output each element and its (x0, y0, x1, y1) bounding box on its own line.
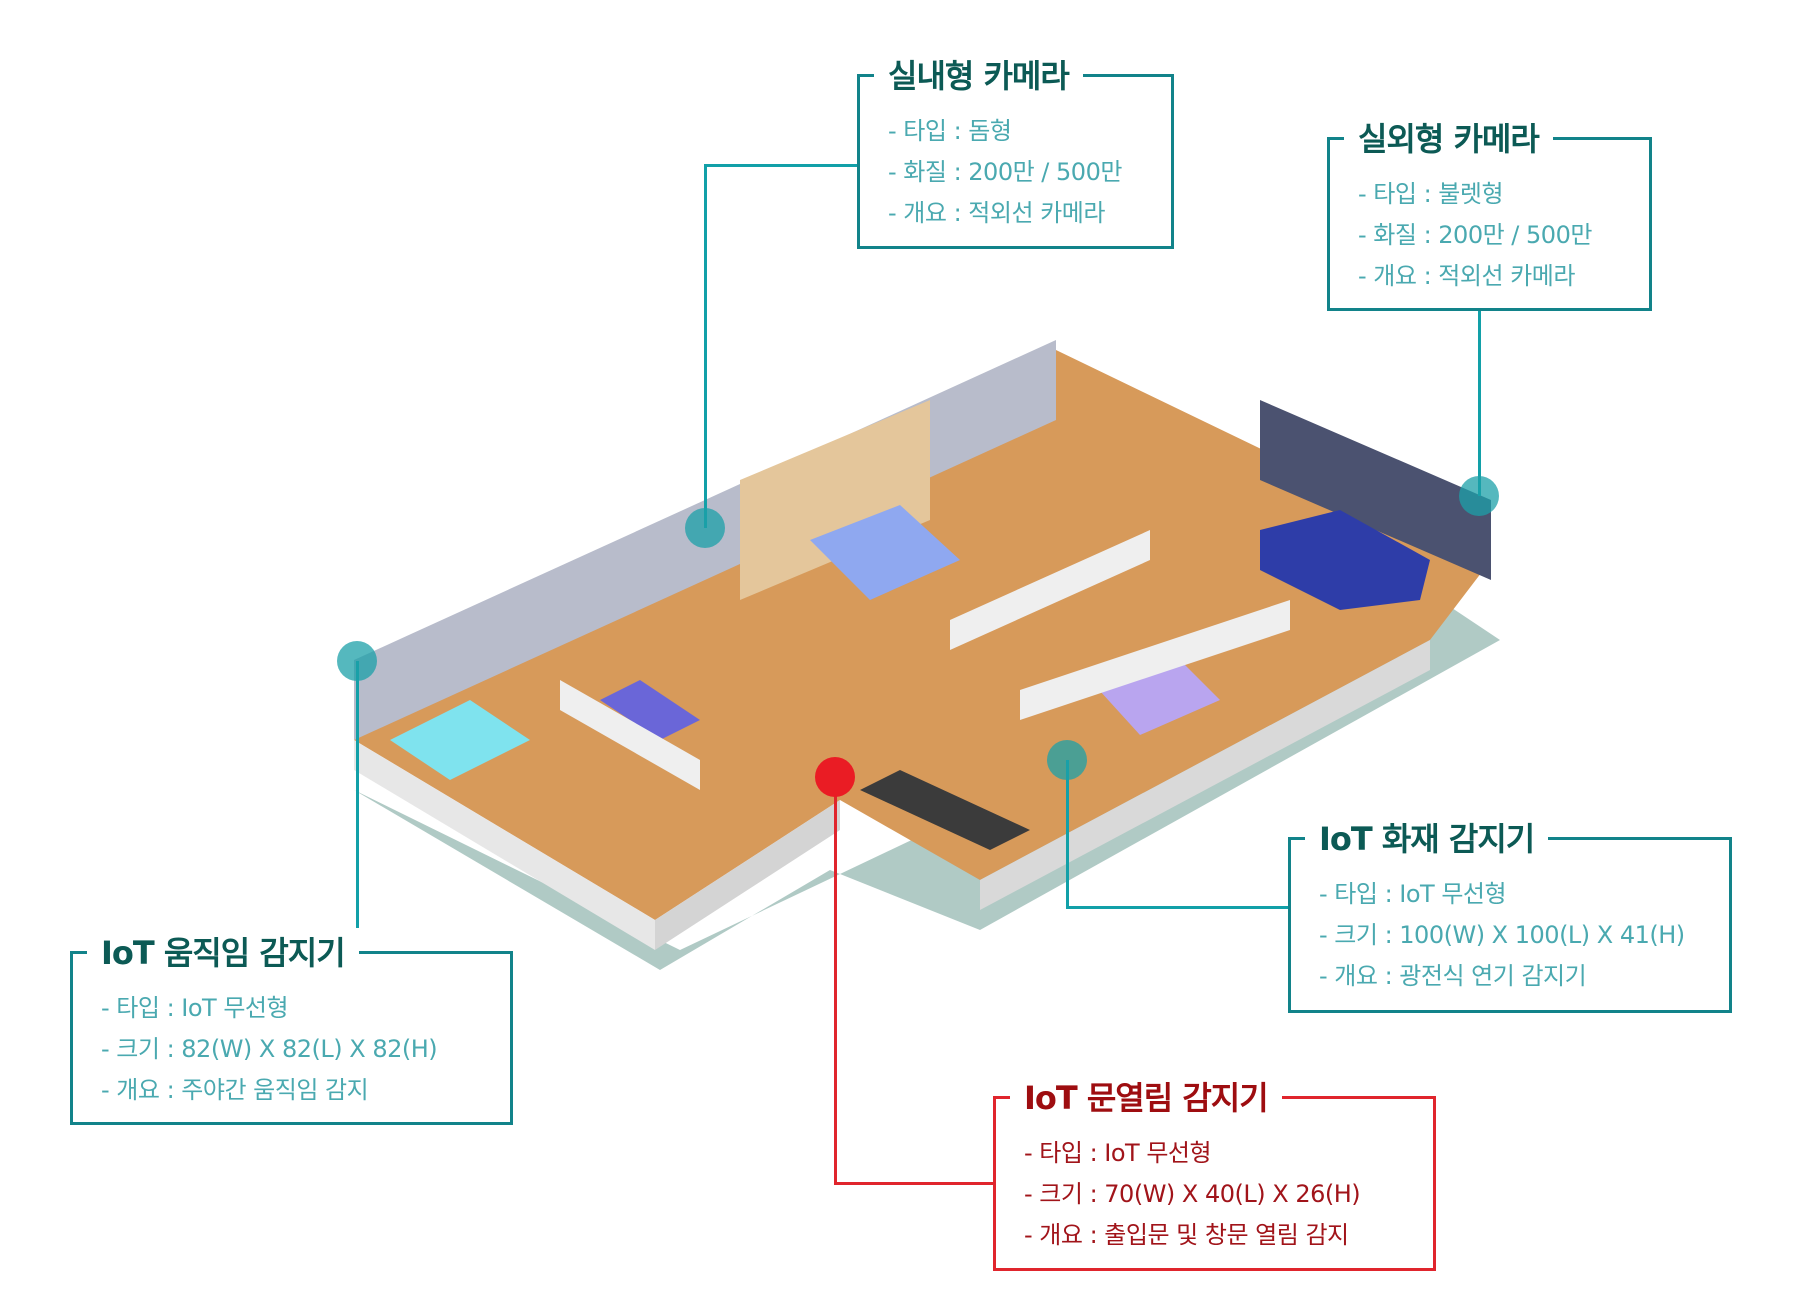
spec-quality: - 화질 : 200만 / 500만 (888, 158, 1122, 186)
callout-title: 실내형 카메라 (874, 51, 1083, 97)
interior-wall-3 (1020, 600, 1290, 720)
interior-wall-1 (560, 680, 700, 790)
spec-size: - 크기 : 70(W) X 40(L) X 26(H) (1024, 1180, 1361, 1208)
fire-sensor-leader-v (1066, 760, 1069, 908)
indoor-camera-marker (685, 508, 725, 548)
outer-wall-front (354, 740, 655, 950)
motion-sensor-callout: IoT 움직임 감지기 - 타입 : IoT 무선형 - 크기 : 82(W) … (70, 928, 513, 1125)
callout-title: IoT 문열림 감지기 (1010, 1073, 1282, 1119)
callout-title: 실외형 카메라 (1344, 114, 1553, 160)
back-wall-bedroom (740, 400, 930, 600)
bedroom-bed-main (810, 505, 960, 600)
spec-type: - 타입 : IoT 무선형 (1024, 1139, 1212, 1167)
callout-title: IoT 움직임 감지기 (87, 928, 359, 974)
spec-summary: - 개요 : 광전식 연기 감지기 (1319, 962, 1587, 990)
indoor-camera-leader-v (704, 164, 707, 528)
kitchen-counter (860, 770, 1030, 850)
spec-type: - 타입 : 불렛형 (1358, 180, 1504, 208)
door-sensor-leader-v (834, 777, 837, 1185)
outer-wall-front-right (655, 800, 840, 950)
floor-wood (354, 350, 1491, 920)
callout-title: IoT 화재 감지기 (1305, 814, 1549, 860)
car (1260, 510, 1430, 610)
spec-size: - 크기 : 100(W) X 100(L) X 41(H) (1319, 921, 1685, 949)
outer-wall-right (980, 640, 1430, 910)
spec-summary: - 개요 : 적외선 카메라 (888, 199, 1105, 227)
door-sensor-marker (815, 757, 855, 797)
spec-summary: - 개요 : 적외선 카메라 (1358, 262, 1575, 290)
fire-sensor-leader-h (1066, 906, 1288, 909)
sofa (600, 680, 700, 740)
spec-quality: - 화질 : 200만 / 500만 (1358, 221, 1592, 249)
spec-summary: - 개요 : 출입문 및 창문 열림 감지 (1024, 1221, 1349, 1249)
fire-sensor-marker (1047, 740, 1087, 780)
outdoor-camera-callout: 실외형 카메라 - 타입 : 불렛형 - 화질 : 200만 / 500만 - … (1327, 114, 1652, 311)
garage-wall (1260, 400, 1491, 580)
spec-size: - 크기 : 82(W) X 82(L) X 82(H) (101, 1035, 438, 1063)
spec-type: - 타입 : IoT 무선형 (101, 994, 289, 1022)
bedroom-bed-left (390, 700, 530, 780)
indoor-camera-callout: 실내형 카메라 - 타입 : 돔형 - 화질 : 200만 / 500만 - 개… (857, 51, 1174, 249)
spec-summary: - 개요 : 주야간 움직임 감지 (101, 1076, 369, 1104)
indoor-camera-leader-h (705, 164, 857, 167)
outdoor-camera-leader (1478, 311, 1481, 496)
door-sensor-leader-h (834, 1182, 994, 1185)
interior-wall-2 (950, 530, 1150, 650)
motion-sensor-marker (337, 641, 377, 681)
door-sensor-callout: IoT 문열림 감지기 - 타입 : IoT 무선형 - 크기 : 70(W) … (993, 1073, 1436, 1271)
motion-sensor-leader (356, 661, 359, 951)
outdoor-camera-marker (1459, 476, 1499, 516)
spec-type: - 타입 : IoT 무선형 (1319, 880, 1507, 908)
spec-type: - 타입 : 돔형 (888, 117, 1012, 145)
fire-sensor-callout: IoT 화재 감지기 - 타입 : IoT 무선형 - 크기 : 100(W) … (1288, 814, 1732, 1013)
